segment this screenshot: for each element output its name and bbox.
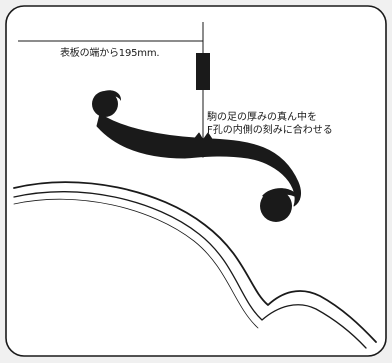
f-hole-lower-wing: [262, 188, 300, 200]
f-hole-upper-wing: [96, 90, 122, 101]
f-hole-upper-eye: [92, 91, 118, 117]
body-inner-edge: [13, 191, 367, 349]
violin-body-outline: [13, 181, 377, 349]
f-hole: [92, 90, 302, 222]
f-hole-body: [96, 113, 302, 207]
alignment-annotation-line-1: 駒の足の厚みの真ん中を: [207, 112, 317, 123]
alignment-annotation-line-2: F孔の内側の刻みに合わせる: [207, 125, 333, 136]
distance-annotation: 表板の端から195mm.: [60, 48, 160, 59]
body-purfling: [13, 198, 259, 329]
bridge-foot: [196, 53, 210, 90]
body-outer-edge: [13, 181, 377, 343]
